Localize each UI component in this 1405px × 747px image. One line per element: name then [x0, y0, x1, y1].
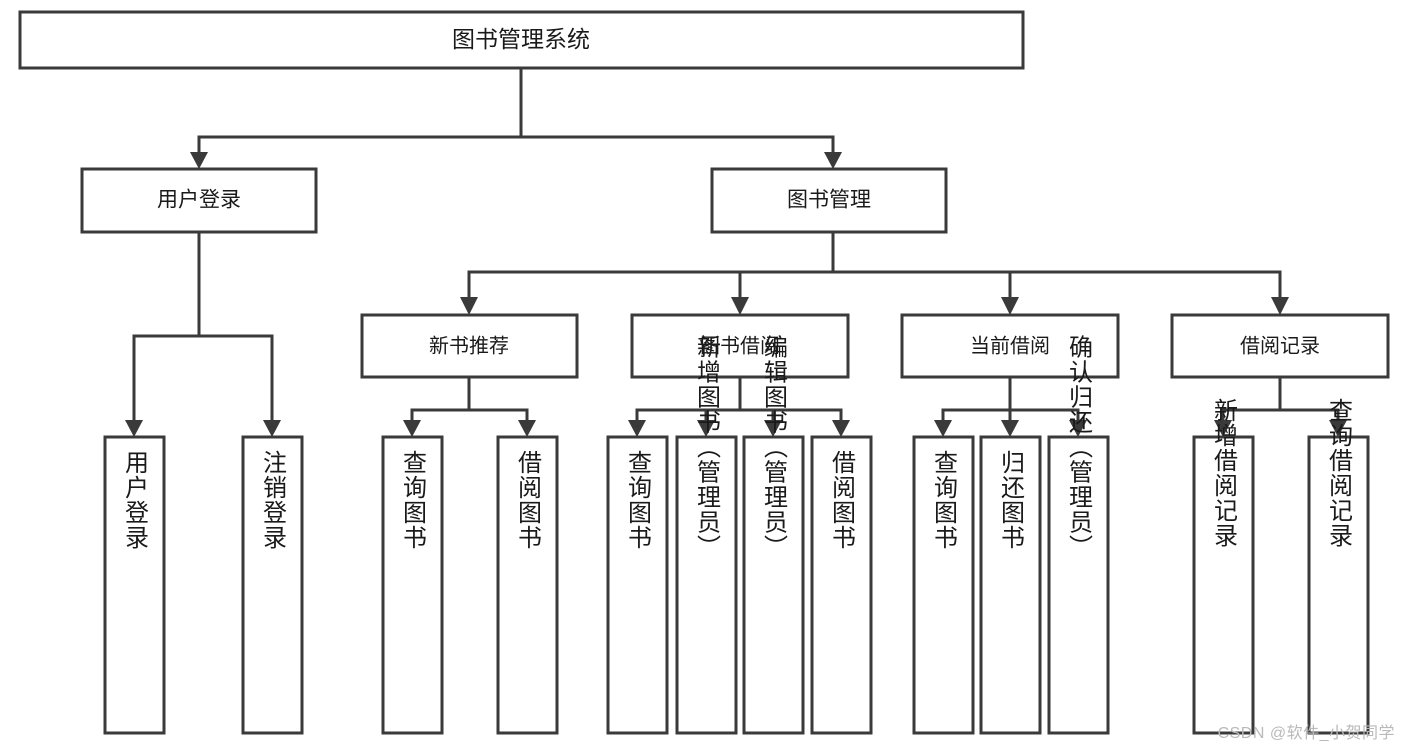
- leaf-label-bb-query-book: 查询图书: [624, 450, 652, 550]
- arrow-head-br-leaf-1: [1214, 420, 1232, 437]
- book-borrow-label: 图书借阅: [700, 334, 780, 357]
- arrow-head-cb-leaf-3: [1069, 420, 1087, 437]
- node-new-book-recommend[interactable]: 新书推荐: [360, 313, 579, 379]
- leaf-box-bb-edit-book-admin[interactable]: [742, 435, 805, 735]
- arrow-head-br-leaf-2: [1329, 420, 1347, 437]
- leaf-box-br-add-record[interactable]: [1192, 435, 1255, 735]
- leaf-node[interactable]: 新增借阅记录: [1192, 398, 1255, 735]
- leaf-box-bb-add-book-admin[interactable]: [675, 435, 738, 735]
- leaf-node[interactable]: 查询借阅记录: [1307, 398, 1370, 735]
- arrow-head-user-login: [190, 152, 208, 169]
- arrow-head-bb-leaf-1: [628, 420, 646, 437]
- book-management-box[interactable]: [710, 167, 948, 234]
- arrow-head-book-mgmt: [824, 152, 842, 169]
- leaf-node[interactable]: 借阅图书: [496, 435, 559, 735]
- leaf-label-bb-edit-book-admin: 编辑图书（管理员）: [760, 335, 788, 560]
- leaf-label-bb-borrow-book: 借阅图书: [828, 450, 856, 550]
- book-management-label: 图书管理: [787, 189, 871, 212]
- leaf-box-nb-query-book[interactable]: [381, 435, 444, 735]
- arrow-head-leaf-logout: [263, 420, 281, 437]
- leaf-box-cb-query-book[interactable]: [912, 435, 975, 735]
- user-login-box[interactable]: [80, 167, 318, 234]
- leaf-node[interactable]: 借阅图书: [810, 435, 873, 735]
- arrow-head-cb-leaf-2: [1001, 420, 1019, 437]
- leaf-box-cb-confirm-return-admin[interactable]: [1047, 435, 1110, 735]
- leaf-node[interactable]: 用户登录: [103, 435, 166, 735]
- leaf-label-br-query-record: 查询借阅记录: [1325, 398, 1353, 548]
- leaf-box-bb-query-book[interactable]: [606, 435, 669, 735]
- leaf-node[interactable]: 确认归还（管理员）: [1047, 335, 1110, 735]
- node-book-borrow[interactable]: 图书借阅: [630, 313, 850, 379]
- arrow-head-nb-leaf-1: [403, 420, 421, 437]
- arrow-head-borrow-record: [1271, 297, 1289, 315]
- leaf-label-cb-confirm-return-admin: 确认归还（管理员）: [1065, 335, 1093, 560]
- arrow-head-nb-leaf-2: [518, 420, 536, 437]
- node-current-borrow[interactable]: 当前借阅: [900, 313, 1120, 379]
- book-borrow-box[interactable]: [630, 313, 850, 379]
- leaf-label-cb-return-book: 归还图书: [997, 450, 1025, 550]
- leaf-box-nb-borrow-book[interactable]: [496, 435, 559, 735]
- current-borrow-label: 当前借阅: [970, 334, 1050, 357]
- leaf-label-cb-query-book: 查询图书: [930, 450, 958, 550]
- borrow-record-box[interactable]: [1170, 313, 1390, 379]
- arrow-head-bb-leaf-4: [832, 420, 850, 437]
- user-login-label: 用户登录: [157, 189, 241, 212]
- leaf-label-br-add-record: 新增借阅记录: [1210, 398, 1238, 548]
- leaf-label-bb-add-book-admin: 新增图书（管理员）: [693, 335, 721, 560]
- leaf-node[interactable]: 编辑图书（管理员）: [742, 335, 805, 735]
- arrow-head-bb-leaf-2: [697, 420, 715, 437]
- connectors: [125, 66, 1347, 437]
- node-book-management[interactable]: 图书管理: [710, 167, 948, 234]
- arrow-head-book-borrow: [731, 297, 749, 315]
- leaf-label-nb-borrow-book: 借阅图书: [514, 450, 542, 550]
- leaf-box-user-login[interactable]: [103, 435, 166, 735]
- root-box[interactable]: [18, 10, 1025, 70]
- node-user-login[interactable]: 用户登录: [80, 167, 318, 234]
- arrow-head-cb-leaf-1: [934, 420, 952, 437]
- borrow-record-label: 借阅记录: [1240, 334, 1320, 357]
- leaf-node[interactable]: 归还图书: [979, 435, 1042, 735]
- leaf-box-logout[interactable]: [241, 435, 304, 735]
- new-book-recommend-label: 新书推荐: [429, 334, 509, 357]
- leaf-label-nb-query-book: 查询图书: [399, 450, 427, 550]
- leaf-box-br-query-record[interactable]: [1307, 435, 1370, 735]
- node-borrow-record[interactable]: 借阅记录: [1170, 313, 1390, 379]
- leaf-node[interactable]: 查询图书: [912, 435, 975, 735]
- leaf-label-logout: 注销登录: [259, 450, 287, 550]
- new-book-recommend-box[interactable]: [360, 313, 579, 379]
- root-label: 图书管理系统: [452, 26, 590, 52]
- arrow-head-leaf-user-login: [125, 420, 143, 437]
- leaf-label-user-login: 用户登录: [121, 450, 149, 550]
- arrow-head-current-borrow: [1001, 297, 1019, 315]
- csdn-watermark: CSDN @软件_小贺同学: [1217, 725, 1395, 742]
- leaf-node[interactable]: 查询图书: [606, 435, 669, 735]
- leaf-box-cb-return-book[interactable]: [979, 435, 1042, 735]
- arrow-head-new-book: [460, 297, 478, 315]
- leaf-node[interactable]: 查询图书: [381, 435, 444, 735]
- current-borrow-box[interactable]: [900, 313, 1120, 379]
- leaf-node[interactable]: 注销登录: [241, 435, 304, 735]
- node-root-book-management-system[interactable]: 图书管理系统: [18, 10, 1025, 70]
- leaf-box-bb-borrow-book[interactable]: [810, 435, 873, 735]
- arrow-head-bb-leaf-3: [764, 420, 782, 437]
- leaf-node[interactable]: 新增图书（管理员）: [675, 335, 738, 735]
